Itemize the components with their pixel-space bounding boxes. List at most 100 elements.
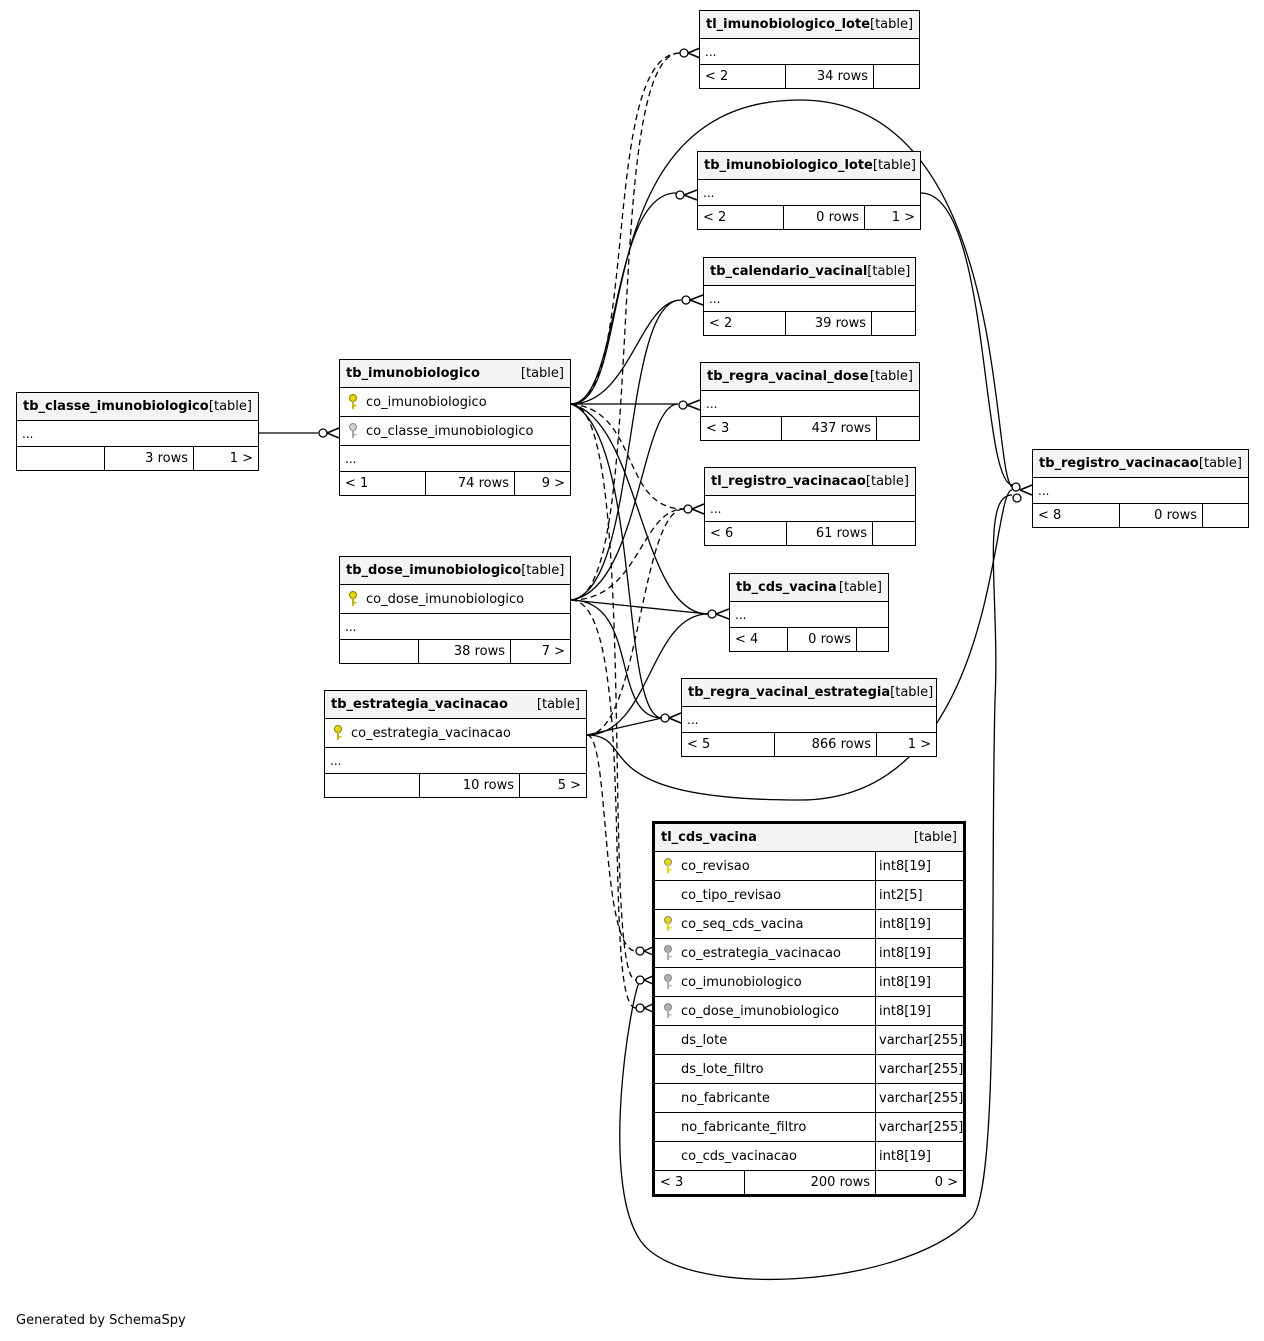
column-name: co_imunobiologico (366, 394, 487, 410)
column-name: co_dose_imunobiologico (681, 1003, 840, 1019)
link-estr-regra-estr (586, 717, 663, 736)
table-name: tb_registro_vacinacao (1039, 456, 1199, 471)
table-footer: < 3 437 rows (701, 417, 919, 440)
table-header: tb_registro_vacinacao [table] (1033, 450, 1248, 478)
primary-key-icon (664, 858, 672, 873)
endpoint-circle (635, 1003, 645, 1013)
row-count: 866 rows (775, 733, 877, 756)
column-cell: co_estrategia_vacinacao (325, 724, 586, 742)
table-tb-estrategia-vacinacao[interactable]: tb_estrategia_vacinacao [table] co_estra… (324, 690, 587, 798)
column-cell: co_cds_vacinacao (655, 1149, 875, 1164)
column-row[interactable]: co_classe_imunobiologico (340, 417, 570, 446)
column-cell: no_fabricante_filtro (655, 1120, 875, 1135)
table-header: tb_cds_vacina [table] (730, 574, 888, 602)
parents-count: < 2 (700, 65, 786, 88)
table-tb-imunobiologico[interactable]: tb_imunobiologico [table] co_imunobiolog… (339, 359, 571, 496)
table-name: tb_classe_imunobiologico (23, 399, 209, 414)
column-name: ds_lote_filtro (681, 1061, 764, 1077)
table-tb-calendario-vacinal[interactable]: tb_calendario_vacinal [table] ... < 2 39… (703, 257, 916, 336)
table-footer: < 4 0 rows (730, 628, 888, 651)
table-type: [table] (913, 830, 957, 845)
column-cell: co_imunobiologico (340, 393, 570, 411)
row-count: 3 rows (105, 447, 194, 470)
children-count: 1 > (891, 210, 915, 225)
table-header: tl_registro_vacinacao [table] (705, 468, 915, 496)
children-count: 7 > (541, 644, 565, 659)
table-tb-classe-imunobiologico[interactable]: tb_classe_imunobiologico [table] ... 3 r… (16, 392, 259, 471)
column-name: co_imunobiologico (681, 974, 802, 990)
table-tl-imunobiologico-lote[interactable]: tl_imunobiologico_lote [table] ... < 2 3… (699, 10, 920, 89)
table-footer: < 6 61 rows (705, 522, 915, 545)
endpoint-circle (1011, 482, 1021, 492)
endpoint-circle (635, 946, 645, 956)
column-row[interactable]: co_imunobiologico (340, 388, 570, 417)
columns-ellipsis: ... (340, 446, 570, 472)
row-count: 74 rows (426, 472, 515, 495)
link-imuno-tl-cds (570, 403, 637, 981)
column-row[interactable]: co_estrategia_vacinacao (325, 719, 586, 748)
column-cell: co_seq_cds_vacina (655, 915, 875, 933)
column-cell: no_fabricante (655, 1091, 875, 1106)
table-name: tb_calendario_vacinal (710, 264, 868, 279)
foreign-key-icon (349, 423, 357, 438)
endpoint-circle (681, 295, 691, 305)
table-tl-registro-vacinacao[interactable]: tl_registro_vacinacao [table] ... < 6 61… (704, 467, 916, 546)
column-name: co_cds_vacinacao (681, 1148, 797, 1164)
table-header: tb_imunobiologico_lote [table] (698, 152, 920, 180)
table-footer: < 3 200 rows 0 > (655, 1171, 963, 1194)
row-count: 10 rows (420, 774, 520, 797)
table-name: tb_dose_imunobiologico (346, 563, 522, 578)
children-count: 5 > (557, 778, 581, 793)
table-header: tb_calendario_vacinal [table] (704, 258, 915, 286)
column-cell: co_estrategia_vacinacao (655, 944, 875, 962)
table-tb-regra-vacinal-dose[interactable]: tb_regra_vacinal_dose [table] ... < 3 43… (700, 362, 920, 441)
table-tb-regra-vacinal-estrategia[interactable]: tb_regra_vacinal_estrategia [table] ... … (681, 678, 937, 757)
endpoint-circle (1012, 493, 1022, 503)
column-row[interactable]: co_dose_imunobiologico (340, 585, 570, 614)
row-count: 200 rows (745, 1171, 876, 1194)
link-imuno-calendario (570, 299, 682, 405)
table-type: [table] (838, 580, 882, 595)
table-tb-dose-imunobiologico[interactable]: tb_dose_imunobiologico [table] co_dose_i… (339, 556, 571, 664)
link-dose-tl-lote (570, 52, 681, 601)
column-row[interactable]: co_cds_vacinacao int8[19] (655, 1142, 963, 1171)
parents-count: < 2 (704, 312, 786, 335)
table-tb-registro-vacinacao[interactable]: tb_registro_vacinacao [table] ... < 8 0 … (1032, 449, 1249, 528)
table-name: tl_imunobiologico_lote (706, 17, 871, 32)
table-tb-cds-vacina[interactable]: tb_cds_vacina [table] ... < 4 0 rows (729, 573, 889, 652)
primary-key-icon (349, 394, 357, 409)
row-count: 34 rows (786, 65, 874, 88)
table-tb-imunobiologico-lote[interactable]: tb_imunobiologico_lote [table] ... < 2 0… (697, 151, 921, 230)
table-type: [table] (869, 369, 913, 384)
column-type: varchar[255] (875, 1084, 963, 1112)
link-dose-tl-cds (570, 599, 637, 1009)
parents-count: < 4 (730, 628, 788, 651)
parents-count (17, 447, 105, 470)
table-name: tl_registro_vacinacao (711, 474, 866, 489)
column-type: int8[19] (875, 910, 963, 938)
link-estr-tl-registro (586, 508, 685, 736)
parents-count: < 8 (1033, 504, 1120, 527)
column-type: int8[19] (875, 1142, 963, 1170)
table-name: tb_imunobiologico_lote (704, 158, 873, 173)
row-count: 437 rows (782, 417, 877, 440)
table-name: tl_cds_vacina (661, 830, 757, 845)
column-cell: co_tipo_revisao (655, 888, 875, 903)
children-count: 0 > (934, 1175, 958, 1190)
foreign-key-icon (664, 1003, 672, 1018)
table-footer: < 5 866 rows 1 > (682, 733, 936, 756)
table-footer: < 2 39 rows (704, 312, 915, 335)
link-imuno-lote (570, 192, 677, 405)
